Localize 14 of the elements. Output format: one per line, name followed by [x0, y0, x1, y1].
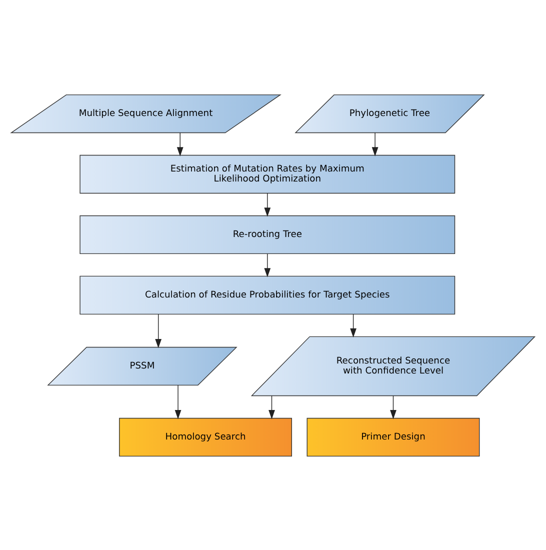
- arrow: [264, 253, 271, 277]
- arrow: [174, 384, 182, 419]
- node-box: Primer Design: [306, 417, 480, 456]
- arrow: [372, 132, 378, 156]
- node-box: Estimation of Mutation Rates by Maximum Likelihood Optimization: [80, 154, 456, 194]
- arrow: [390, 395, 396, 419]
- arrow: [264, 192, 271, 216]
- node-box: Calculation of Residue Probabilities for Target Species: [80, 275, 456, 314]
- arrow: [176, 132, 184, 156]
- node-box: Homology Search: [119, 417, 292, 456]
- arrow: [155, 313, 162, 348]
- arrow: [350, 313, 356, 337]
- arrow: [268, 395, 275, 419]
- node-box: Re-rooting Tree: [80, 214, 456, 254]
